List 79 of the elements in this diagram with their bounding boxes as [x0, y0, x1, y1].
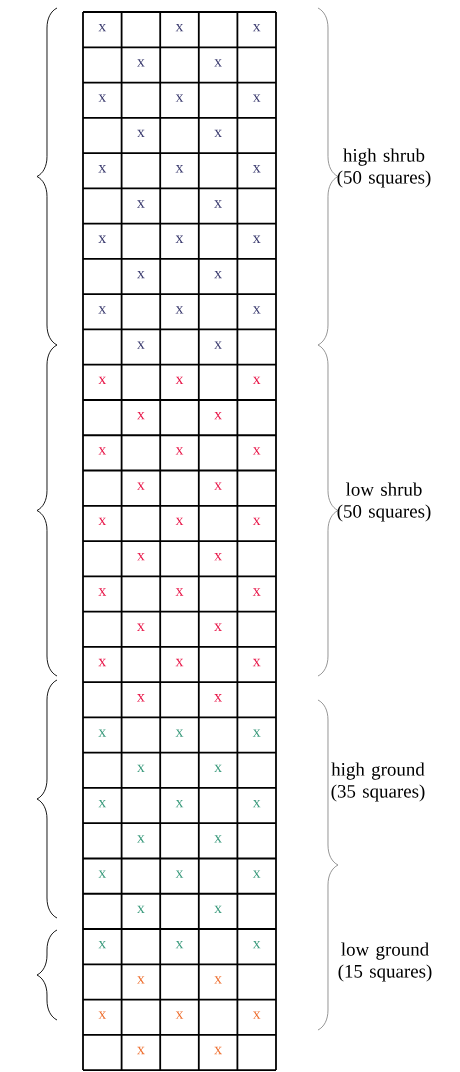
cell-mark: x	[252, 799, 261, 808]
cell-mark: x	[175, 376, 184, 384]
cell-mark: x	[175, 870, 184, 878]
cell-mark: x	[98, 447, 107, 455]
cell-mark: x	[252, 24, 261, 32]
cell-mark: x	[137, 411, 145, 420]
cell-mark: x	[137, 905, 145, 914]
cell-mark: x	[98, 517, 107, 526]
cell-mark: x	[98, 729, 107, 737]
cell-mark: x	[137, 976, 145, 984]
cell-mark: x	[175, 658, 184, 667]
cell-mark: x	[175, 1011, 184, 1019]
cell-mark: x	[175, 941, 184, 949]
cell-mark: x	[137, 1046, 145, 1055]
group-label: high ground (35 squares)	[331, 762, 425, 802]
cell-mark: x	[252, 447, 261, 455]
cell-mark: x	[175, 235, 184, 243]
cell-mark: x	[214, 411, 222, 420]
cell-mark: x	[214, 341, 222, 349]
cell-mark: x	[98, 165, 107, 173]
cell-mark: x	[175, 729, 184, 737]
group-label: low ground (15 squares)	[338, 942, 432, 982]
cell-mark: x	[175, 588, 184, 596]
cell-mark: x	[175, 517, 184, 526]
cell-mark: x	[137, 623, 145, 631]
cell-mark: x	[137, 553, 145, 561]
cell-mark: x	[252, 94, 261, 102]
cell-mark: x	[214, 976, 222, 984]
cell-mark: x	[137, 200, 145, 208]
cell-mark: x	[137, 341, 145, 349]
cell-mark: x	[175, 447, 184, 455]
cell-mark: x	[252, 1011, 261, 1019]
cell-mark: x	[252, 306, 261, 314]
cell-mark: x	[98, 376, 107, 384]
cell-mark: x	[98, 658, 107, 667]
cell-mark: x	[137, 270, 145, 279]
cell-mark: x	[252, 941, 261, 949]
cell-mark: x	[137, 694, 145, 702]
cell-mark: x	[137, 835, 145, 843]
group-label: high shrub (50 squares)	[337, 148, 431, 188]
cell-mark: x	[175, 799, 184, 808]
cell-mark: x	[98, 799, 107, 808]
cell-mark: x	[214, 59, 222, 67]
cell-mark: x	[175, 165, 184, 173]
cell-mark: x	[214, 270, 222, 279]
cell-mark: x	[214, 835, 222, 843]
cell-mark: x	[214, 694, 222, 702]
cell-mark: x	[214, 905, 222, 914]
cell-mark: x	[214, 482, 222, 490]
cell-mark: x	[98, 1011, 107, 1019]
cell-mark: x	[98, 24, 107, 32]
cell-mark: x	[252, 588, 261, 596]
cell-mark: x	[252, 870, 261, 878]
cell-mark: x	[214, 764, 222, 772]
cell-mark: x	[137, 129, 145, 138]
cell-mark: x	[214, 129, 222, 138]
cell-mark: x	[252, 517, 261, 526]
cell-mark: x	[98, 870, 107, 878]
cell-mark: x	[214, 623, 222, 631]
cell-mark: x	[98, 941, 107, 949]
cell-mark: x	[252, 165, 261, 173]
cell-mark: x	[98, 235, 107, 243]
group-label: low shrub (50 squares)	[337, 482, 431, 522]
cell-mark: x	[175, 306, 184, 314]
cell-mark: x	[252, 235, 261, 243]
cell-mark: x	[98, 588, 107, 596]
cell-mark: x	[98, 306, 107, 314]
cell-mark: x	[214, 200, 222, 208]
cell-mark: x	[252, 658, 261, 667]
cell-mark: x	[252, 376, 261, 384]
cell-mark: x	[98, 94, 107, 102]
cell-mark: x	[214, 1046, 222, 1055]
cell-mark: x	[252, 729, 261, 737]
cell-mark: x	[137, 764, 145, 772]
cell-mark: x	[137, 482, 145, 490]
cell-mark: x	[175, 24, 184, 32]
cell-mark: x	[214, 553, 222, 561]
cell-mark: x	[137, 59, 145, 67]
cell-mark: x	[175, 94, 184, 102]
